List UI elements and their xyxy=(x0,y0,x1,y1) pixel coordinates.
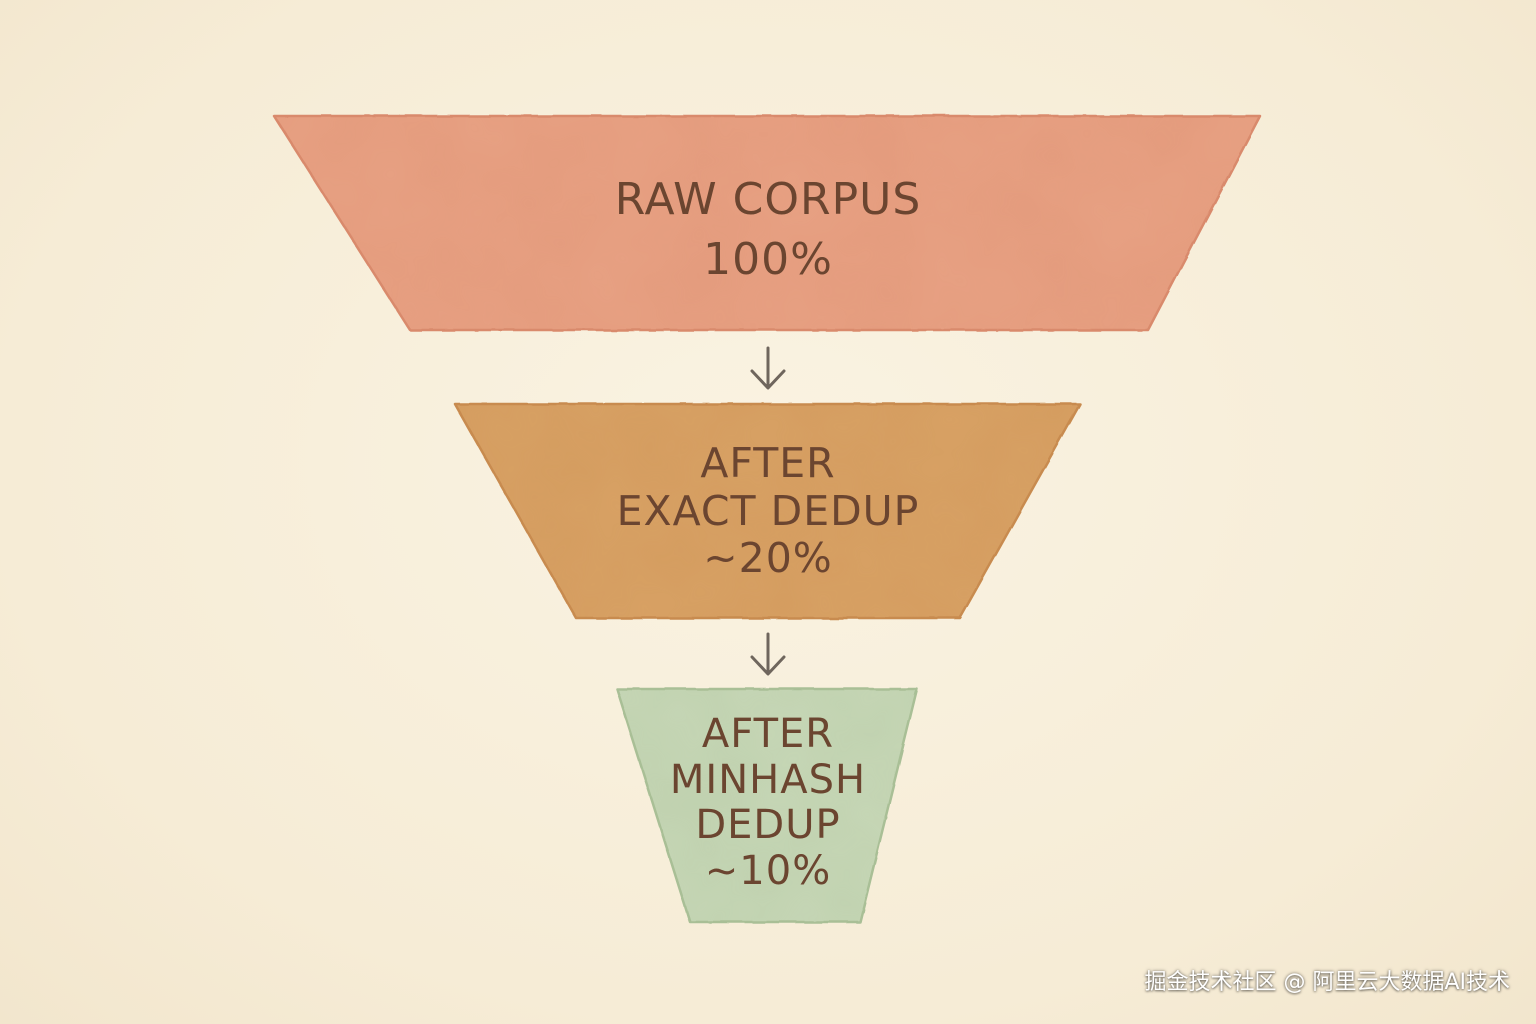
funnel-stage-exact-dedup xyxy=(453,402,1082,620)
stage-3-title-line-2: MINHASH xyxy=(669,756,867,803)
stage-2-percent: ~20% xyxy=(703,534,833,583)
stage-2-wash xyxy=(455,404,1080,618)
stage-3-title-line-3: DEDUP xyxy=(695,802,841,849)
down-arrow-icon xyxy=(750,346,786,390)
stage-1-label: RAW CORPUS 100% xyxy=(518,170,1018,290)
stage-3-label: AFTER MINHASH DEDUP ~10% xyxy=(638,711,898,894)
stage-2-label: AFTER EXACT DEDUP ~20% xyxy=(548,439,988,583)
stage-1-percent: 100% xyxy=(703,233,833,285)
stage-2-title-line-2: EXACT DEDUP xyxy=(616,486,920,535)
stage-1-wash xyxy=(274,116,1260,330)
watermark: 掘金技术社区 @ 阿里云大数据AI技术 xyxy=(1144,970,1510,995)
stage-3-percent: ~10% xyxy=(704,847,832,894)
funnel-stage-raw-corpus xyxy=(272,114,1262,332)
stage-3-title-line-1: AFTER xyxy=(701,711,835,757)
stage-1-title: RAW CORPUS xyxy=(614,174,922,225)
funnel-stage-minhash-dedup xyxy=(615,687,919,924)
stage-3-wash xyxy=(617,689,917,922)
stage-2-title-line-1: AFTER xyxy=(700,439,836,487)
down-arrow-icon xyxy=(750,632,786,676)
